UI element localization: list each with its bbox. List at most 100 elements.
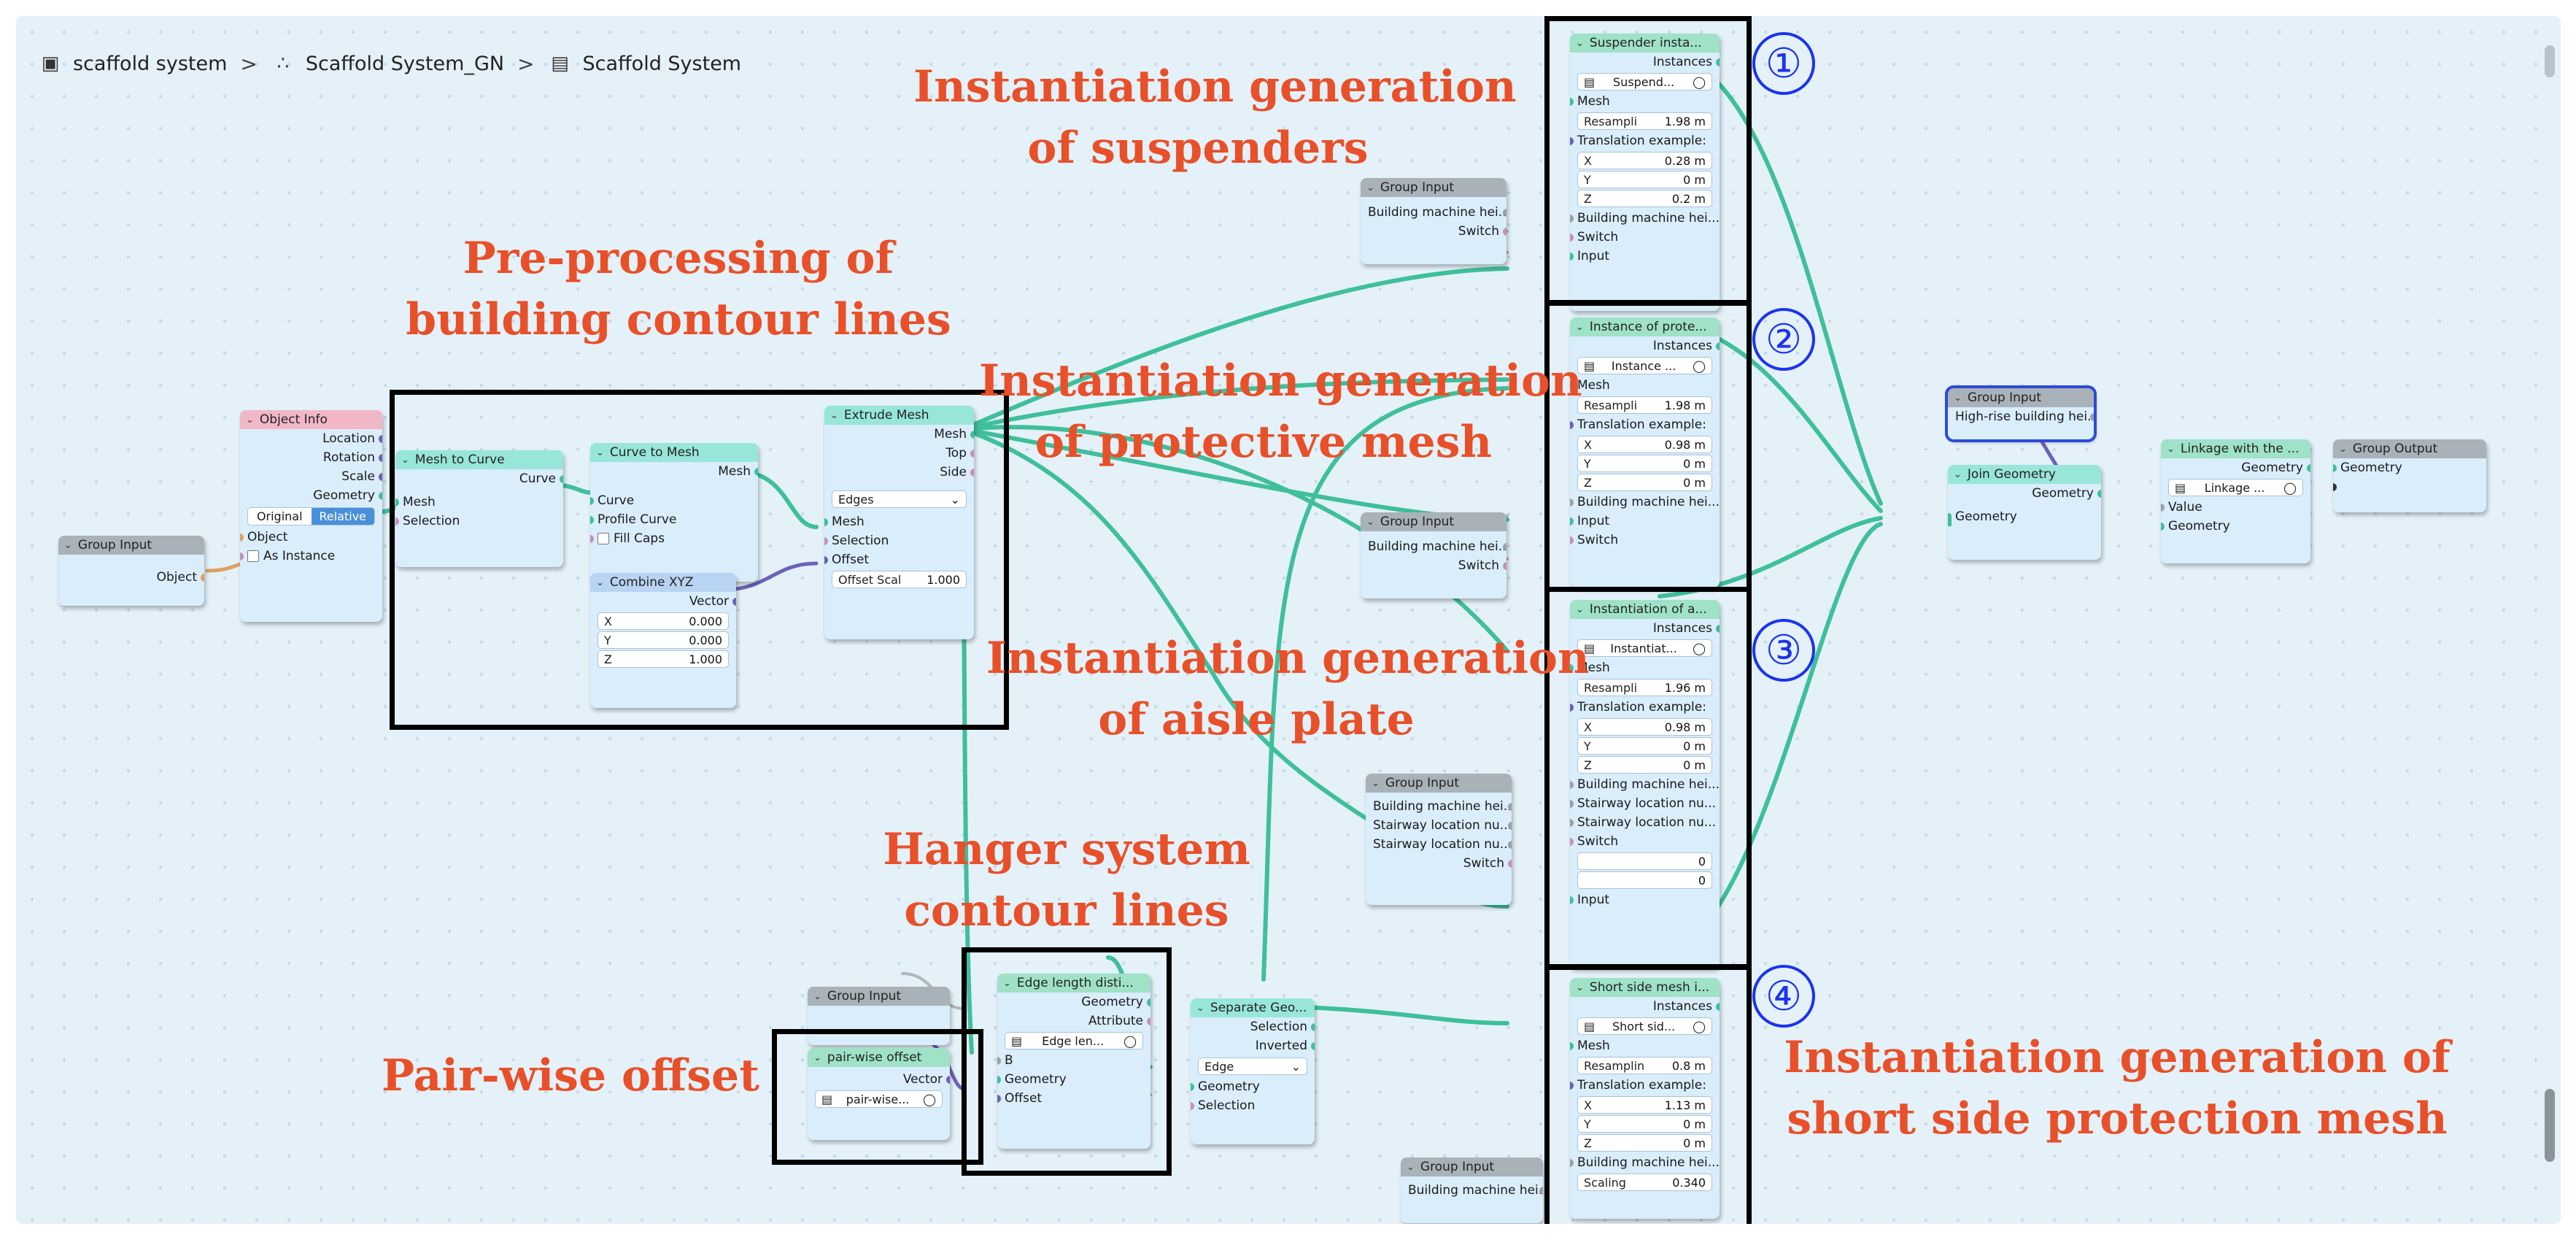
node-suspender-instance[interactable]: ⌄Suspender insta... Instances ▤Suspend..… [1570, 34, 1720, 311]
node-header[interactable]: ⌄Group Input [808, 987, 950, 1006]
socket-switch-out[interactable] [1503, 228, 1506, 236]
socket-geometry-out[interactable] [379, 492, 382, 500]
node-header[interactable]: ⌄Suspender insta... [1570, 34, 1720, 53]
node-aisle-plate-instance[interactable]: ⌄Instantiation of a... Instances ▤Instan… [1570, 600, 1720, 968]
node-header[interactable]: ⌄Group Input [1366, 774, 1512, 793]
socket-input-in[interactable] [1570, 253, 1574, 261]
socket-rotation-out[interactable] [379, 454, 382, 462]
node-header[interactable]: ⌄Linkage with the ... [2161, 439, 2310, 458]
socket-vector-out[interactable] [732, 598, 736, 606]
value-field-1[interactable]: 0 [1577, 852, 1712, 870]
mode-relative-button[interactable]: Relative [311, 508, 374, 525]
socket-input-in[interactable] [1570, 517, 1574, 525]
socket-translation-in[interactable] [1570, 421, 1574, 429]
socket-switch-out[interactable] [1503, 562, 1506, 570]
socket-geometry-in[interactable] [2161, 523, 2165, 531]
chevron-down-icon[interactable]: ⌄ [830, 409, 838, 421]
chevron-down-icon[interactable]: ⌄ [1576, 604, 1584, 615]
socket-mesh-in[interactable] [824, 518, 828, 526]
chevron-down-icon[interactable]: ⌄ [1003, 977, 1011, 989]
socket-attribute-out[interactable] [1147, 1017, 1150, 1025]
node-group-datablock[interactable]: ▤Edge len...◯ [1005, 1032, 1143, 1049]
chevron-down-icon[interactable]: ⌄ [813, 1052, 821, 1063]
socket-building-height-in[interactable] [1570, 215, 1574, 223]
socket-selection-out[interactable] [1311, 1023, 1315, 1031]
shield-icon[interactable]: ◯ [1693, 1019, 1706, 1033]
node-edge-length[interactable]: ⌄Edge length disti... Geometry Attribute… [997, 974, 1150, 1149]
socket-selection-in[interactable] [395, 517, 399, 525]
node-header[interactable]: ⌄Group Input [1361, 178, 1506, 197]
socket-offset-in[interactable] [997, 1095, 1001, 1103]
breadcrumb-item-node-group[interactable]: ▤ Scaffold System [548, 51, 741, 76]
chevron-down-icon[interactable]: ⌄ [2167, 443, 2175, 455]
socket-building-height-in[interactable] [1570, 1159, 1574, 1167]
node-header[interactable]: ⌄pair-wise offset [808, 1048, 950, 1067]
chevron-down-icon[interactable]: ⌄ [1196, 1002, 1204, 1014]
node-group-input-4[interactable]: ⌄Group Input Building machine hei... [1401, 1158, 1543, 1223]
socket-building-height-out[interactable] [1539, 1187, 1543, 1195]
socket-geometry-in[interactable] [1191, 1083, 1194, 1091]
node-group-datablock[interactable]: ▤Linkage ...◯ [2168, 479, 2303, 496]
shield-icon[interactable]: ◯ [1123, 1033, 1137, 1048]
socket-geometry-multi-in[interactable] [1948, 513, 1952, 526]
node-group-datablock[interactable]: ▤Instantiat...◯ [1577, 639, 1712, 657]
socket-offset-in[interactable] [824, 556, 828, 564]
socket-object-out[interactable] [201, 574, 204, 582]
domain-select[interactable]: Edge⌄ [1198, 1058, 1307, 1075]
node-mesh-to-curve[interactable]: ⌄Mesh to Curve Curve Mesh Selection [395, 450, 563, 567]
node-linkage[interactable]: ⌄Linkage with the ... Geometry ▤Linkage … [2161, 439, 2310, 563]
socket-selection-in[interactable] [1191, 1102, 1194, 1110]
node-header[interactable]: ⌄Instantiation of a... [1570, 600, 1720, 619]
node-header[interactable]: ⌄Object Info [240, 410, 382, 429]
chevron-down-icon[interactable]: ⌄ [1366, 182, 1374, 193]
node-header[interactable]: ⌄Curve to Mesh [590, 443, 758, 462]
breadcrumb-item-modifier[interactable]: ∴ Scaffold System_GN [271, 51, 504, 76]
node-header[interactable]: ⌄Edge length disti... [997, 974, 1150, 993]
socket-selection-in[interactable] [824, 537, 828, 545]
node-header[interactable]: ⌄Group Input [58, 536, 204, 555]
node-group-output[interactable]: ⌄Group Output Geometry [2333, 439, 2486, 512]
socket-stairway-location-in[interactable] [1570, 800, 1574, 808]
node-header[interactable]: ⌄Group Input [1361, 512, 1506, 531]
socket-instances-out[interactable] [1716, 1003, 1720, 1011]
value-field-2[interactable]: 0 [1577, 871, 1712, 889]
socket-geometry-in[interactable] [997, 1076, 1001, 1084]
chevron-down-icon[interactable]: ⌄ [2339, 443, 2347, 455]
socket-fill-caps-in[interactable] [590, 535, 594, 543]
socket-b-in[interactable] [997, 1057, 1001, 1065]
socket-inverted-out[interactable] [1311, 1042, 1315, 1050]
socket-side-out[interactable] [970, 469, 974, 477]
node-protective-mesh-instance[interactable]: ⌄Instance of prote... Instances ▤Instanc… [1570, 317, 1720, 588]
node-group-input-1[interactable]: ⌄Group Input Building machine hei... Swi… [1361, 178, 1506, 264]
socket-translation-in[interactable] [1570, 137, 1574, 145]
socket-high-rise-height-out[interactable] [2090, 413, 2094, 421]
transform-space-toggle[interactable]: Original Relative [247, 507, 375, 525]
vertical-scrollbar[interactable] [2545, 45, 2555, 77]
socket-switch-in[interactable] [1570, 838, 1574, 846]
node-group-datablock[interactable]: ▤Short sid...◯ [1577, 1017, 1712, 1035]
socket-switch-in[interactable] [1570, 536, 1574, 544]
node-join-geometry[interactable]: ⌄Join Geometry Geometry Geometry [1948, 465, 2101, 560]
node-group-datablock[interactable]: ▤pair-wise...◯ [815, 1090, 943, 1108]
socket-as-instance-in[interactable] [240, 552, 244, 561]
chevron-down-icon[interactable]: ⌄ [1954, 392, 1962, 404]
breadcrumb-item-object[interactable]: ▣ scaffold system [38, 51, 228, 76]
node-group-input-right[interactable]: ⌄Group Input High-rise building hei... [1945, 385, 2097, 442]
socket-building-height-out[interactable] [1503, 543, 1506, 551]
socket-location-out[interactable] [379, 435, 382, 443]
